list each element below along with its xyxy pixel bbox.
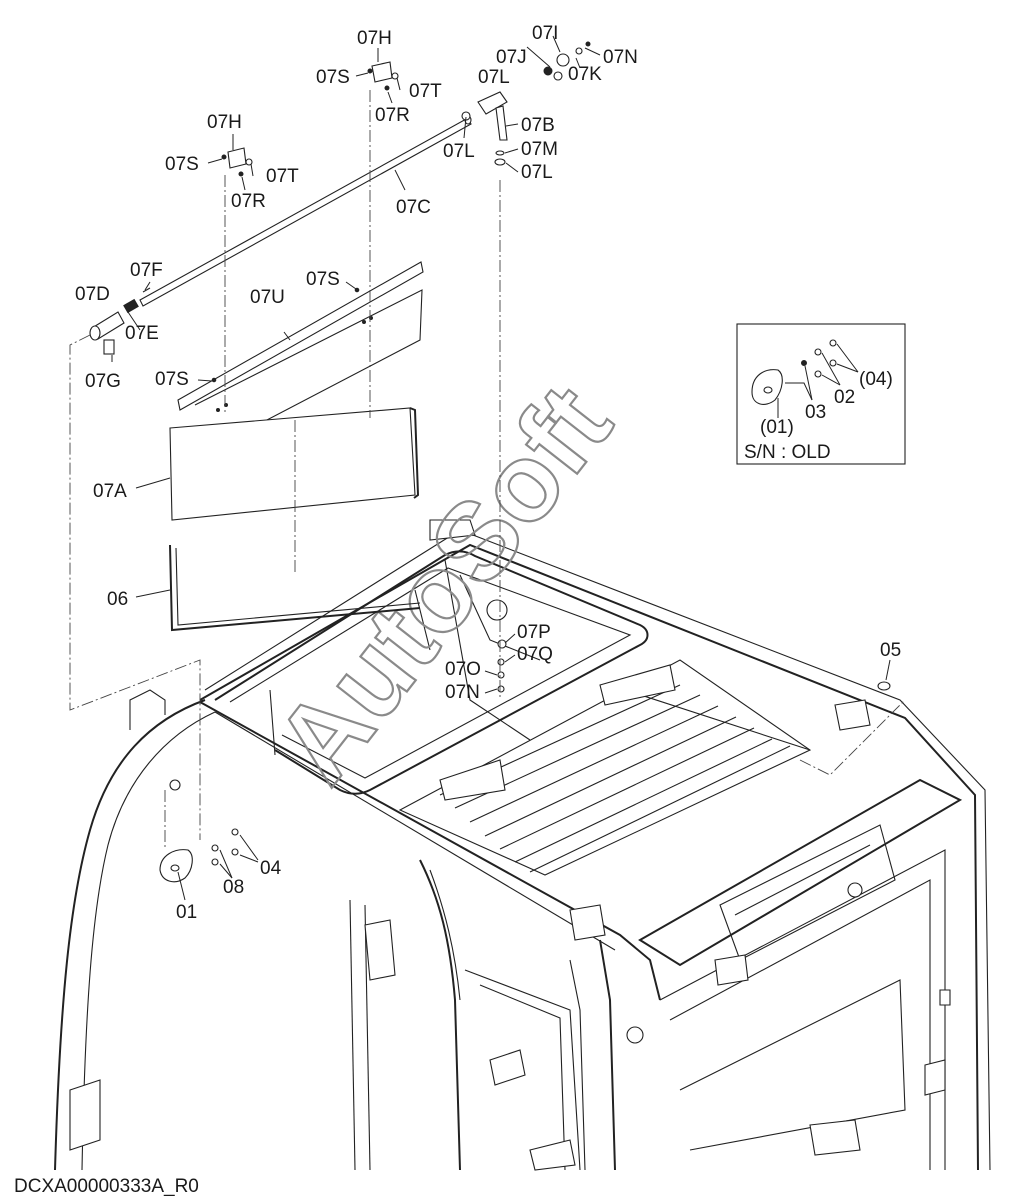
label-01: 01: [176, 902, 197, 923]
label-05: 05: [880, 640, 901, 661]
label-07l-mid: 07L: [443, 141, 475, 162]
inset-label-04: (04): [859, 369, 893, 390]
label-07e: 07E: [125, 323, 159, 344]
label-07g: 07G: [85, 371, 121, 392]
label-07n-bot: 07N: [445, 682, 480, 703]
label-07h-left: 07H: [207, 112, 242, 133]
label-07d: 07D: [75, 284, 110, 305]
label-07l-bot: 07L: [521, 162, 553, 183]
label-06: 06: [107, 589, 128, 610]
label-07h-top: 07H: [357, 28, 392, 49]
callout-labels: 07H 07S 07T 07R 07I 07J 07N 07L 07K 07B …: [75, 23, 901, 923]
label-07c: 07C: [396, 197, 431, 218]
label-07i: 07I: [532, 23, 558, 44]
label-07a: 07A: [93, 481, 127, 502]
label-07j: 07J: [496, 47, 527, 68]
label-07n-top: 07N: [603, 47, 638, 68]
label-07t-top: 07T: [409, 81, 442, 102]
label-07p: 07P: [517, 622, 551, 643]
inset-label-01: (01): [760, 417, 794, 438]
inset-old-serial: (01) 03 02 (04) S/N : OLD: [736, 323, 906, 465]
inset-serial-note: S/N : OLD: [744, 442, 831, 463]
label-04: 04: [260, 858, 282, 879]
label-07q: 07Q: [517, 644, 553, 665]
leader-lines: [111, 35, 891, 901]
inset-label-03: 03: [805, 402, 826, 423]
label-08: 08: [223, 877, 244, 898]
label-07s-top: 07S: [316, 67, 350, 88]
label-07s-panel-left: 07S: [155, 369, 189, 390]
label-07r-left: 07R: [231, 191, 266, 212]
label-07k: 07K: [568, 64, 602, 85]
label-07r-top: 07R: [375, 105, 410, 126]
label-07l-top: 07L: [478, 67, 510, 88]
exploded-parts: [89, 41, 891, 883]
label-07b: 07B: [521, 115, 555, 136]
drawing-code: DCXA00000333A_R0: [14, 1176, 199, 1197]
label-07s-panel-top: 07S: [306, 269, 340, 290]
inset-label-02: 02: [834, 387, 855, 408]
label-07u: 07U: [250, 287, 285, 308]
assembly-centerlines: [69, 90, 906, 850]
label-07s-left: 07S: [165, 154, 199, 175]
label-07m: 07M: [521, 139, 558, 160]
label-07t-left: 07T: [266, 166, 299, 187]
label-07f: 07F: [130, 260, 163, 281]
cab-roof-structure: [54, 519, 991, 1171]
label-07o: 07O: [445, 659, 481, 680]
